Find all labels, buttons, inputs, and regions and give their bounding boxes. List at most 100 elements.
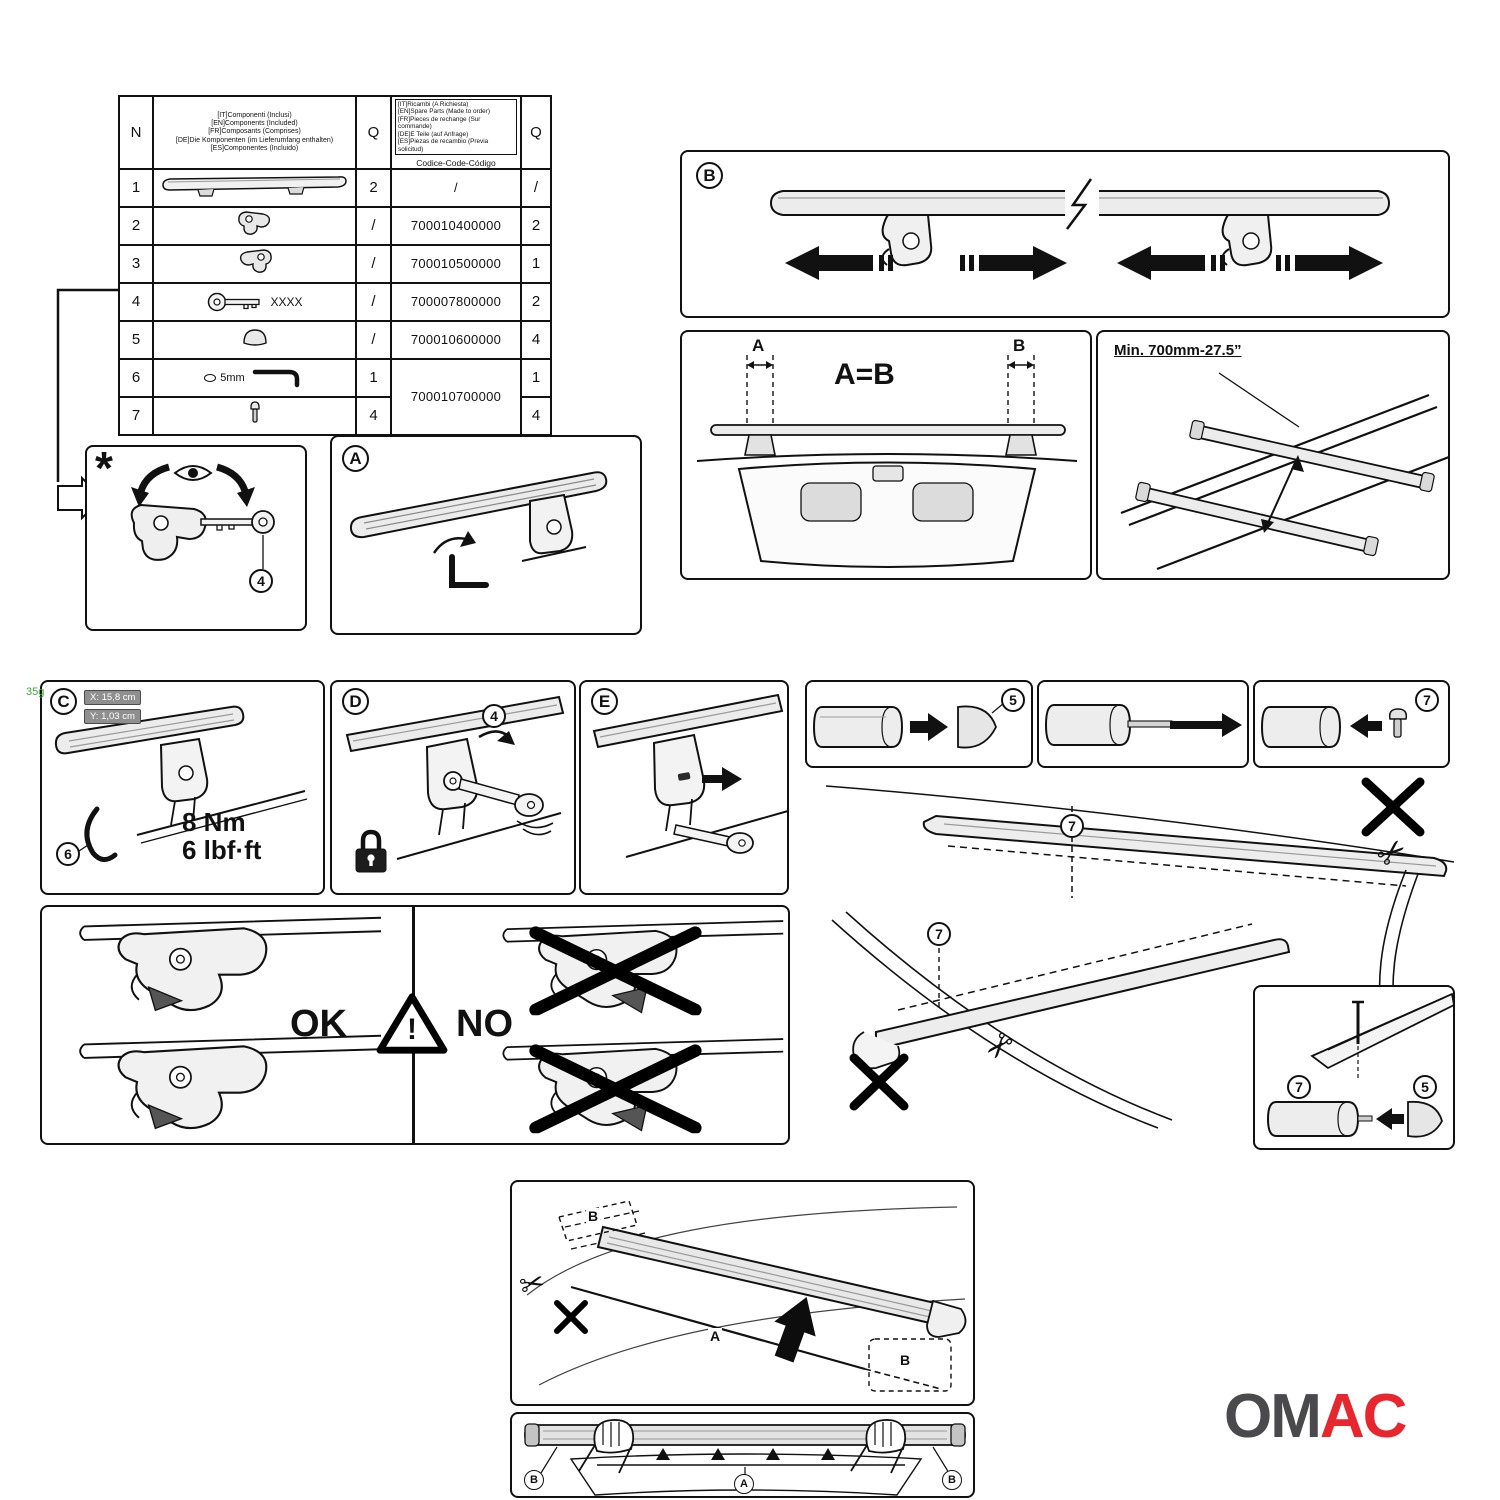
bar-allen-illustration: [349, 471, 608, 588]
step-e-panel: E: [579, 680, 789, 895]
spare-line-fr: [FR]Pieces de rechange (Sur commande): [398, 115, 481, 131]
ok-no-panel: OK ! NO: [40, 905, 790, 1145]
part-cell: [152, 205, 357, 246]
part-ref-badge: 5: [1413, 1075, 1437, 1099]
spare-qty: 4: [520, 319, 552, 360]
step-a-panel: A: [330, 435, 642, 635]
allen-key-icon: [252, 369, 299, 388]
ok-label: OK: [290, 1003, 347, 1045]
logo-om: OM: [1224, 1382, 1322, 1451]
strip-install-panel: ✂ A B B: [510, 1180, 975, 1406]
no-label: NO: [456, 1003, 513, 1045]
part-qty: /: [355, 243, 392, 284]
step-d-badge: D: [342, 688, 369, 715]
included-header: [IT]Componenti (Inclusi) [EN]Components …: [152, 95, 357, 170]
part-ref-badge: 4: [482, 704, 506, 728]
table-row: 1 2 / /: [118, 167, 552, 208]
bar-lift-panel: B B A: [510, 1412, 975, 1498]
part-cell: [152, 395, 357, 436]
foot-torque-illustration: [54, 705, 308, 862]
part-number: 5: [118, 319, 154, 360]
key-remove-illustration: [592, 693, 789, 858]
part-number: 4: [118, 281, 154, 322]
spare-qty: 2: [520, 281, 552, 322]
part-qty: /: [355, 281, 392, 322]
padlock-icon: [355, 829, 387, 873]
step-c-panel: C X: 15,8 cm Y: 1,03 cm 8 Nm 6 lbf·ft 6: [40, 680, 325, 895]
part-code: 700007800000: [390, 281, 522, 322]
part-number: 6: [118, 357, 154, 398]
ref-b-right-badge: B: [942, 1470, 962, 1490]
part-cell: [152, 243, 357, 284]
clamp-wrong-bottom: [480, 1029, 785, 1137]
spare-line-en: [EN]Spare Parts (Made to order): [398, 108, 490, 116]
logo-ac: AC: [1319, 1382, 1408, 1451]
step-a-badge: A: [342, 445, 369, 472]
part-ref-badge: 4: [249, 569, 273, 593]
equation-label: A=B: [834, 358, 895, 391]
endcap-step-panel: 5: [805, 680, 1033, 768]
strip-pull-illustration: [1044, 704, 1242, 746]
col-q2-header: Q: [520, 95, 552, 170]
key-code-label: XXXX: [270, 294, 303, 309]
clamp-icon: [237, 211, 270, 236]
key-icon: [208, 292, 261, 312]
dim-x-chip: X: 15,8 cm: [84, 690, 142, 706]
omac-logo: OMAC: [1224, 1386, 1407, 1448]
part-ref-badge: 5: [1001, 688, 1025, 712]
clamp-wrong-top: [480, 911, 785, 1019]
table-row: 7 4 4: [118, 395, 552, 436]
dim-a-label: A: [752, 336, 765, 355]
allen-size-label: 5mm: [220, 371, 245, 384]
endcap-remove-illustration: [812, 702, 1005, 749]
ref-a-center-badge: A: [734, 1474, 754, 1494]
part-cell: [152, 319, 357, 360]
included-line-es: [ES]Componentes (Incluido): [210, 144, 299, 152]
code-caption: Codice-Code-Código: [416, 157, 496, 168]
strip-a-label: A: [708, 1328, 723, 1344]
spare-line-de: [DE]E Teile (auf Anfrage): [398, 130, 469, 138]
part-ref-badge: 7: [927, 922, 951, 946]
included-line-en: [EN]Components (Included): [211, 120, 298, 128]
min-span-label: Min. 700mm-27.5”: [1114, 342, 1242, 359]
included-line-fr: [FR]Composants (Comprises): [208, 128, 301, 136]
dim-b-label: B: [1013, 336, 1026, 355]
spare-header-box: [IT]Ricambi (A Richiesta) [EN]Spare Part…: [395, 99, 517, 155]
parts-table: N [IT]Componenti (Inclusi) [EN]Component…: [118, 95, 552, 436]
part-qty: /: [355, 319, 392, 360]
table-row: 3 / 700010500000 1: [118, 243, 552, 284]
spare-header: [IT]Ricambi (A Richiesta) [EN]Spare Part…: [390, 95, 522, 170]
strip-pull-panel: [1037, 680, 1249, 768]
spare-qty: /: [520, 167, 552, 208]
part-qty: 4: [355, 395, 392, 436]
spare-qty: 1: [520, 243, 552, 284]
strip-cap-detail-panel: 7 5: [1253, 985, 1456, 1150]
table-row: 6 5mm 1 700010700000 1: [118, 357, 552, 436]
part-cell: XXXX: [152, 281, 357, 322]
part-qty: 2: [355, 167, 392, 208]
plug-insert-panel: 7: [1253, 680, 1450, 768]
part-code: 700010400000: [390, 205, 522, 246]
min-span-panel: Min. 700mm-27.5”: [1096, 330, 1450, 580]
part-cell: [152, 167, 357, 208]
spacing-equal-panel: A B A=B: [680, 330, 1092, 580]
print-artifact: 35g: [26, 686, 45, 698]
part-qty: 1: [355, 357, 392, 398]
included-line-it: [IT]Componenti (Inclusi): [217, 111, 292, 119]
car-roof-spacing-illustration: [696, 355, 1078, 568]
step-d-panel: D 4: [330, 680, 576, 895]
asterisk-mark: *: [95, 442, 113, 494]
plug-pin-icon: [249, 401, 260, 424]
lock-key-detail-panel: * 4: [85, 442, 307, 631]
spare-qty: 4: [520, 395, 552, 436]
part-ref-badge: 6: [56, 842, 80, 866]
plug-insert-illustration: [1260, 706, 1408, 748]
part-ref-badge: 7: [1287, 1075, 1311, 1099]
included-line-de: [DE]Die Komponenten (im Lieferumfang ent…: [175, 136, 334, 144]
part-number: 3: [118, 243, 154, 284]
part-qty: /: [355, 205, 392, 246]
roof-bar-icon: [161, 176, 347, 198]
table-row: 4 XXXX / 700007800000 2: [118, 281, 552, 322]
lock-turn-illustration: [345, 695, 565, 860]
part-number: 7: [118, 395, 154, 436]
